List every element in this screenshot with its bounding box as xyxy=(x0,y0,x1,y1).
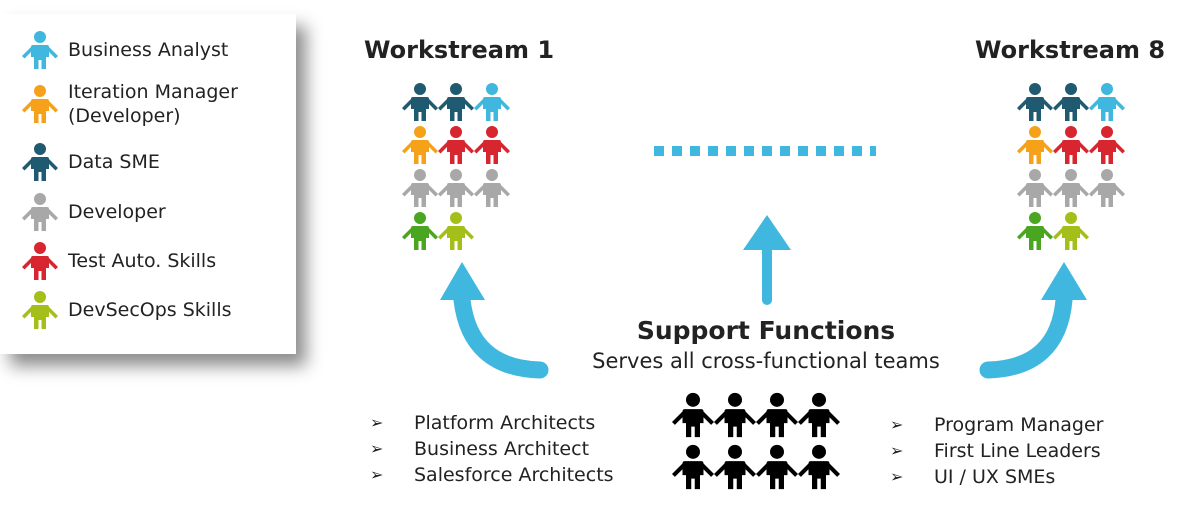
legend-label: Data SME xyxy=(68,151,160,173)
curved-arrow-left xyxy=(440,262,549,379)
workstream-8-team xyxy=(1017,82,1125,254)
person-icon xyxy=(402,212,438,250)
arrow-bullet-icon: ➢ xyxy=(890,441,904,460)
up-arrow-center xyxy=(743,215,791,305)
person-icon xyxy=(438,169,474,207)
list-item: ➢Salesforce Architects xyxy=(370,464,614,486)
person-icon xyxy=(402,83,438,121)
person-icon xyxy=(714,444,756,490)
team-row xyxy=(1017,211,1125,254)
legend-item-iteration-manager: Iteration Manager (Developer) xyxy=(22,80,238,128)
legend-label: Developer xyxy=(68,201,166,223)
list-item: ➢Business Architect xyxy=(370,438,590,460)
person-icon xyxy=(798,392,840,438)
team-row xyxy=(402,82,510,125)
support-people-row xyxy=(672,442,840,494)
team-row xyxy=(402,168,510,211)
legend-item-devsecops: DevSecOps Skills xyxy=(22,290,232,330)
team-row xyxy=(402,211,510,254)
legend-item-business-analyst: Business Analyst xyxy=(22,30,228,70)
legend-item-test-automation: Test Auto. Skills xyxy=(22,241,216,281)
list-item: ➢Program Manager xyxy=(890,414,1104,436)
support-right-list: ➢Program Manager ➢First Line Leaders ➢UI… xyxy=(890,412,1104,490)
arrow-bullet-icon: ➢ xyxy=(890,467,904,486)
team-row xyxy=(402,125,510,168)
person-icon xyxy=(22,143,58,181)
list-item: ➢Platform Architects xyxy=(370,412,596,434)
list-item: ➢First Line Leaders xyxy=(890,440,1101,462)
legend-label: Iteration Manager (Developer) xyxy=(68,81,238,127)
person-icon xyxy=(22,31,58,69)
person-icon xyxy=(1089,169,1125,207)
person-icon xyxy=(1053,169,1089,207)
team-row xyxy=(1017,168,1125,211)
person-icon xyxy=(438,126,474,164)
person-icon xyxy=(402,126,438,164)
person-icon xyxy=(474,83,510,121)
person-icon xyxy=(438,212,474,250)
person-icon xyxy=(1053,83,1089,121)
arrow-bullet-icon: ➢ xyxy=(890,415,904,434)
workstream-1-team xyxy=(402,82,510,254)
support-team-people xyxy=(672,390,840,494)
legend-label: Test Auto. Skills xyxy=(68,250,217,272)
curved-arrow-right xyxy=(979,262,1087,379)
person-icon xyxy=(1089,83,1125,121)
person-icon xyxy=(1017,126,1053,164)
workstream-1-title: Workstream 1 xyxy=(364,36,555,64)
person-icon xyxy=(22,242,58,280)
person-icon xyxy=(756,392,798,438)
legend-item-data-sme: Data SME xyxy=(22,142,160,182)
person-icon xyxy=(22,193,58,231)
support-left-list: ➢Platform Architects ➢Business Architect… xyxy=(370,410,614,488)
person-icon xyxy=(672,444,714,490)
legend-panel: Business Analyst Iteration Manager (Deve… xyxy=(0,14,296,354)
person-icon xyxy=(22,85,58,123)
person-icon xyxy=(1017,169,1053,207)
person-icon xyxy=(1017,83,1053,121)
person-icon xyxy=(714,392,756,438)
person-icon xyxy=(798,444,840,490)
support-people-row xyxy=(672,390,840,442)
legend-label: DevSecOps Skills xyxy=(68,299,232,321)
person-icon xyxy=(22,291,58,329)
list-item: ➢UI / UX SMEs xyxy=(890,466,1056,488)
legend-item-developer: Developer xyxy=(22,192,166,232)
team-row xyxy=(1017,82,1125,125)
person-icon xyxy=(672,392,714,438)
workstream-8-title: Workstream 8 xyxy=(975,36,1166,64)
person-icon xyxy=(474,126,510,164)
person-icon xyxy=(1017,212,1053,250)
team-row xyxy=(1017,125,1125,168)
person-icon xyxy=(1053,126,1089,164)
support-functions-subtitle: Serves all cross-functional teams xyxy=(592,349,940,373)
dotted-connector xyxy=(654,146,876,156)
person-icon xyxy=(756,444,798,490)
legend-label: Business Analyst xyxy=(68,39,229,61)
arrow-bullet-icon: ➢ xyxy=(370,465,384,484)
person-icon xyxy=(1089,126,1125,164)
person-icon xyxy=(438,83,474,121)
person-icon xyxy=(1053,212,1089,250)
arrow-bullet-icon: ➢ xyxy=(370,413,384,432)
arrow-bullet-icon: ➢ xyxy=(370,439,384,458)
support-functions-title: Support Functions xyxy=(636,316,896,345)
person-icon xyxy=(474,169,510,207)
person-icon xyxy=(402,169,438,207)
